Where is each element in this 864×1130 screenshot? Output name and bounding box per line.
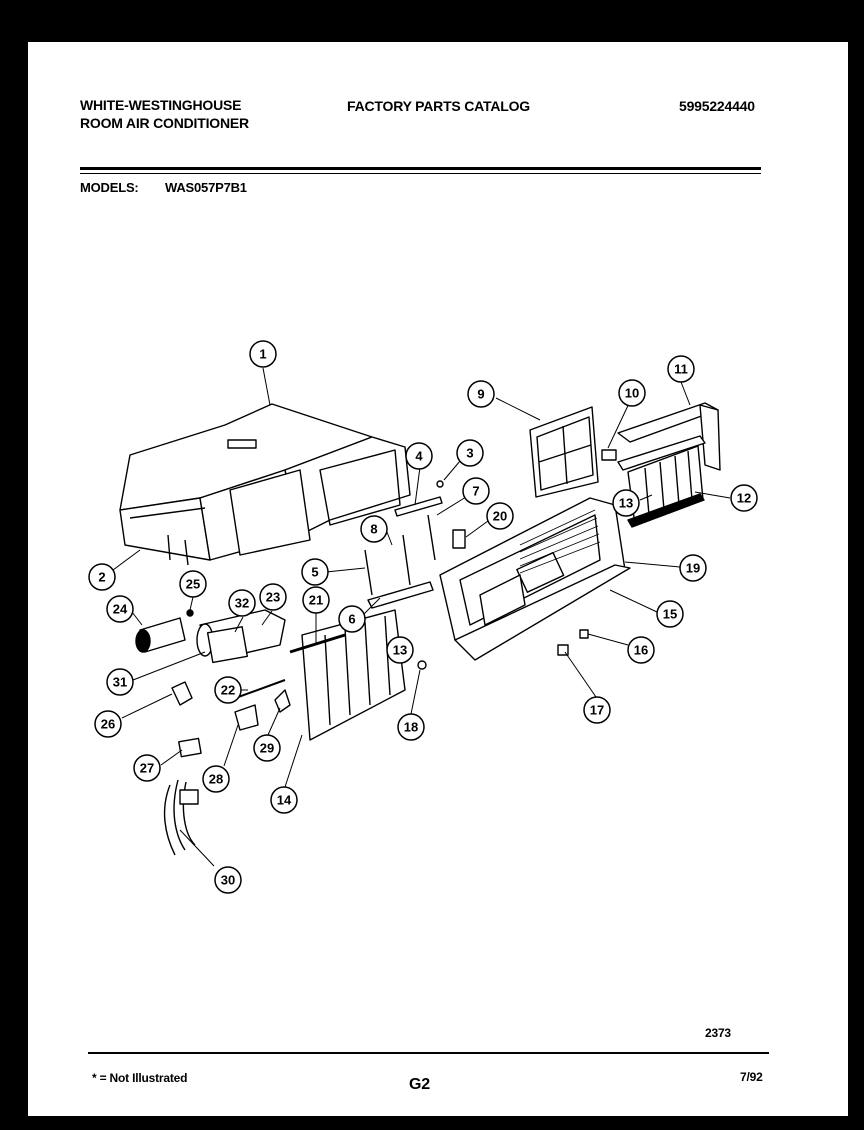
part-number: 5995224440 bbox=[679, 98, 755, 114]
callout-7: 7 bbox=[472, 484, 479, 499]
screw-18 bbox=[417, 660, 427, 670]
callout-24: 24 bbox=[113, 602, 128, 617]
small-block bbox=[452, 529, 466, 549]
callout-2: 2 bbox=[98, 570, 105, 585]
side-louver-panel-right bbox=[627, 445, 705, 528]
callout-10: 10 bbox=[625, 386, 639, 401]
callout-4: 4 bbox=[415, 449, 423, 464]
clip-26 bbox=[171, 681, 193, 706]
callout-8: 8 bbox=[370, 522, 377, 537]
brand-line-1: WHITE-WESTINGHOUSE bbox=[80, 97, 242, 113]
header-rule-thick bbox=[80, 167, 761, 170]
connector-30 bbox=[179, 789, 199, 805]
not-illustrated-note: * = Not Illustrated bbox=[92, 1071, 188, 1085]
terminal-28 bbox=[234, 704, 259, 731]
catalog-title: FACTORY PARTS CATALOG bbox=[347, 98, 530, 114]
callout-15: 15 bbox=[663, 607, 677, 622]
callout-19: 19 bbox=[686, 561, 700, 576]
cabinet-housing bbox=[119, 403, 411, 566]
screw-3 bbox=[436, 480, 444, 488]
callout-20: 20 bbox=[493, 509, 507, 524]
header-rule-thin bbox=[80, 173, 761, 174]
callout-9: 9 bbox=[477, 387, 484, 402]
shaft-rod bbox=[289, 633, 346, 654]
callout-17: 17 bbox=[590, 703, 604, 718]
callout-26: 26 bbox=[101, 717, 115, 732]
callout-13-left: 13 bbox=[393, 643, 407, 658]
switch-27 bbox=[178, 737, 202, 758]
callout-23: 23 bbox=[266, 590, 280, 605]
callout-31: 31 bbox=[113, 675, 127, 690]
capacitor bbox=[135, 617, 186, 653]
model-number: WAS057P7B1 bbox=[165, 180, 247, 195]
callout-29: 29 bbox=[260, 741, 274, 756]
callout-13-right: 13 bbox=[619, 496, 633, 511]
callout-32: 32 bbox=[235, 596, 249, 611]
callout-12: 12 bbox=[737, 491, 751, 506]
revision-date: 7/92 bbox=[740, 1070, 763, 1084]
fan-motor bbox=[196, 609, 286, 664]
callout-30: 30 bbox=[221, 873, 235, 888]
callout-25: 25 bbox=[186, 577, 200, 592]
callout-labels: 1 2 3 4 5 6 7 8 9 10 11 12 13 13 14 15 1… bbox=[98, 347, 751, 888]
callout-6: 6 bbox=[348, 612, 355, 627]
callout-1: 1 bbox=[259, 347, 266, 362]
callout-27: 27 bbox=[140, 761, 154, 776]
air-filter bbox=[529, 406, 599, 498]
callout-3: 3 bbox=[466, 446, 473, 461]
callout-5: 5 bbox=[311, 565, 318, 580]
callout-28: 28 bbox=[209, 772, 223, 787]
drawing-number: 2373 bbox=[705, 1026, 731, 1040]
parts-catalog-sheet bbox=[28, 42, 848, 1116]
footer-rule bbox=[88, 1052, 769, 1054]
callout-16: 16 bbox=[634, 643, 648, 658]
bracket-10 bbox=[601, 449, 617, 461]
brand-line-2: ROOM AIR CONDITIONER bbox=[80, 115, 249, 131]
callout-circles bbox=[88, 340, 758, 894]
knob-16 bbox=[579, 629, 589, 639]
washer bbox=[186, 609, 194, 617]
models-label: MODELS: bbox=[80, 180, 139, 195]
front-grille bbox=[439, 497, 631, 661]
callout-14: 14 bbox=[277, 793, 292, 808]
callout-18: 18 bbox=[404, 720, 418, 735]
callout-22: 22 bbox=[221, 683, 235, 698]
page-number: G2 bbox=[409, 1076, 430, 1093]
bracket-29 bbox=[274, 689, 291, 713]
callout-11: 11 bbox=[674, 362, 688, 377]
mounting-brackets bbox=[364, 496, 443, 609]
top-rail bbox=[617, 402, 721, 471]
callout-21: 21 bbox=[309, 593, 323, 608]
knob-17 bbox=[557, 644, 569, 656]
